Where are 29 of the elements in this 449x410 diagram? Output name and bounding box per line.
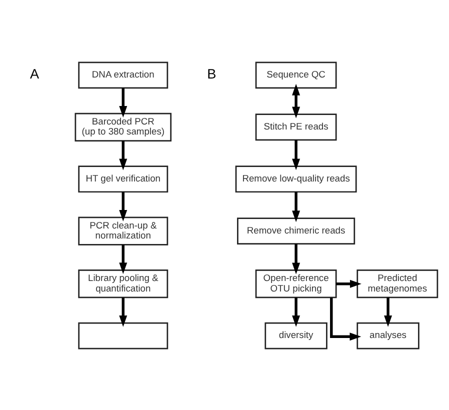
node-box: Remove low-quality reads (235, 165, 357, 192)
arrow (119, 191, 128, 221)
node-box: PCR clean-up & normalization (78, 216, 168, 245)
node-box: Barcoded PCR (up to 380 samples) (74, 112, 172, 141)
node-box: Predicted metagenomes (356, 269, 438, 298)
arrow (119, 297, 128, 326)
node-box: Stitch PE reads (255, 113, 337, 140)
arrow (119, 140, 128, 170)
node-box: Remove chimeric reads (237, 217, 356, 244)
node-box: diversity (264, 322, 328, 349)
arrow (292, 297, 300, 326)
arrow (292, 83, 300, 118)
label: A (30, 66, 40, 81)
arrow (292, 243, 300, 274)
label: B (207, 66, 216, 81)
node-box: HT gel verification (78, 165, 168, 192)
node-box: Library pooling & quantification (78, 269, 168, 298)
arrow (119, 244, 128, 274)
node-box: Open-reference OTU picking (255, 269, 337, 298)
node-box: analyses (356, 322, 420, 349)
node-box (78, 322, 168, 349)
arrow (292, 191, 300, 222)
node-box: Sequence QC (255, 61, 337, 88)
arrow (336, 279, 362, 288)
arrow (292, 139, 300, 170)
node-box: DNA extraction (78, 61, 168, 88)
arrow (384, 297, 392, 326)
arrow (119, 88, 128, 117)
arrow (330, 297, 362, 340)
